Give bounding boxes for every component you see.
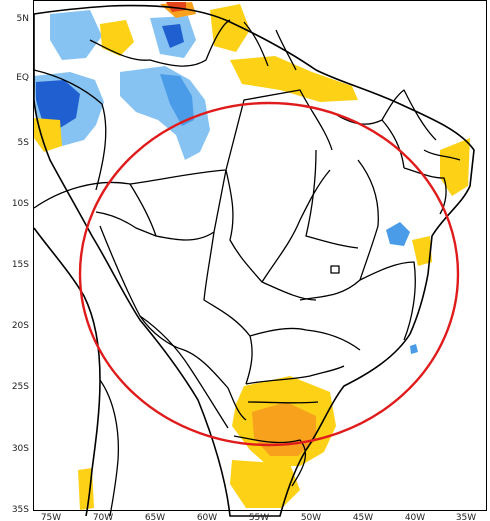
- yellow-patch-top-left: [100, 20, 134, 56]
- lat-label: 5N: [17, 14, 29, 24]
- lon-label: 40W: [405, 513, 425, 521]
- blue-patch-north-center-inner: [160, 74, 194, 126]
- yellow-patch-uruguay: [230, 460, 300, 508]
- border-minas: [299, 261, 416, 341]
- lon-label: 65W: [145, 513, 165, 521]
- border-northeast-1: [331, 111, 405, 169]
- latitude-labels: 5N EQ 5S 10S 15S 20S 25S 30S 35S: [12, 14, 29, 515]
- border-guianas: [243, 21, 297, 71]
- lat-label: 35S: [12, 505, 29, 515]
- lat-label: EQ: [16, 73, 29, 83]
- blue-patch-east: [386, 222, 410, 246]
- border-chile-argentina: [99, 379, 120, 517]
- border-bolivia: [99, 225, 185, 351]
- map-frame: [33, 0, 487, 511]
- yellow-patch-north: [210, 4, 250, 52]
- lon-label: 55W: [249, 513, 269, 521]
- lat-label: 15S: [12, 260, 29, 270]
- lon-label: 70W: [93, 513, 113, 521]
- lon-label: 60W: [197, 513, 217, 521]
- lat-label: 5S: [18, 138, 30, 148]
- border-rio-grande-sul: [233, 435, 307, 487]
- blue-patch-top: [50, 10, 102, 60]
- lat-label: 10S: [12, 199, 29, 209]
- blue-dot-southeast: [410, 344, 418, 354]
- border-bahia: [357, 159, 379, 281]
- yellow-patch-bahia: [412, 236, 432, 266]
- border-venezuela: [89, 19, 231, 67]
- lat-label: 25S: [12, 382, 29, 392]
- border-northeast-4: [423, 149, 461, 161]
- lon-label: 45W: [353, 513, 373, 521]
- yellow-patch-north-coast: [230, 56, 358, 102]
- border-colombia-peru: [33, 69, 107, 191]
- distrito-federal: [330, 265, 340, 274]
- border-acre: [95, 211, 157, 237]
- border-para-mato-grosso: [225, 169, 317, 301]
- lat-label: 20S: [12, 321, 29, 331]
- south-america-coastline: [33, 4, 475, 517]
- yellow-patch-west: [34, 118, 62, 152]
- border-parana: [245, 365, 345, 385]
- border-sao-paulo: [249, 327, 361, 351]
- yellow-patch-east-coast: [440, 138, 470, 196]
- lon-label: 50W: [301, 513, 321, 521]
- border-northeast-2: [403, 167, 447, 215]
- anomaly-shading: [34, 2, 470, 510]
- border-santa-catarina: [247, 401, 319, 404]
- political-borders: [33, 19, 461, 517]
- border-goias: [261, 169, 331, 283]
- border-rondonia: [129, 169, 227, 241]
- lon-label: 35W: [456, 513, 476, 521]
- border-amazon-north: [33, 89, 333, 209]
- border-paraguay: [183, 349, 247, 421]
- red-patch-north: [166, 2, 186, 12]
- yellow-patch-southwest: [78, 468, 94, 510]
- dark-blue-patch-top-right: [162, 24, 184, 48]
- border-argentina: [139, 315, 229, 429]
- lon-label: 75W: [41, 513, 61, 521]
- lat-label: 30S: [12, 444, 29, 454]
- border-tocantins: [305, 149, 359, 249]
- pacific-coastline: [33, 227, 101, 517]
- dark-blue-patch-nw: [36, 80, 80, 128]
- highlight-circle: [78, 101, 460, 447]
- border-mato-grosso-south: [203, 231, 253, 385]
- longitude-labels: 75W 70W 65W 60W 55W 50W 45W 40W 35W: [41, 513, 476, 521]
- border-northeast-3: [381, 89, 437, 141]
